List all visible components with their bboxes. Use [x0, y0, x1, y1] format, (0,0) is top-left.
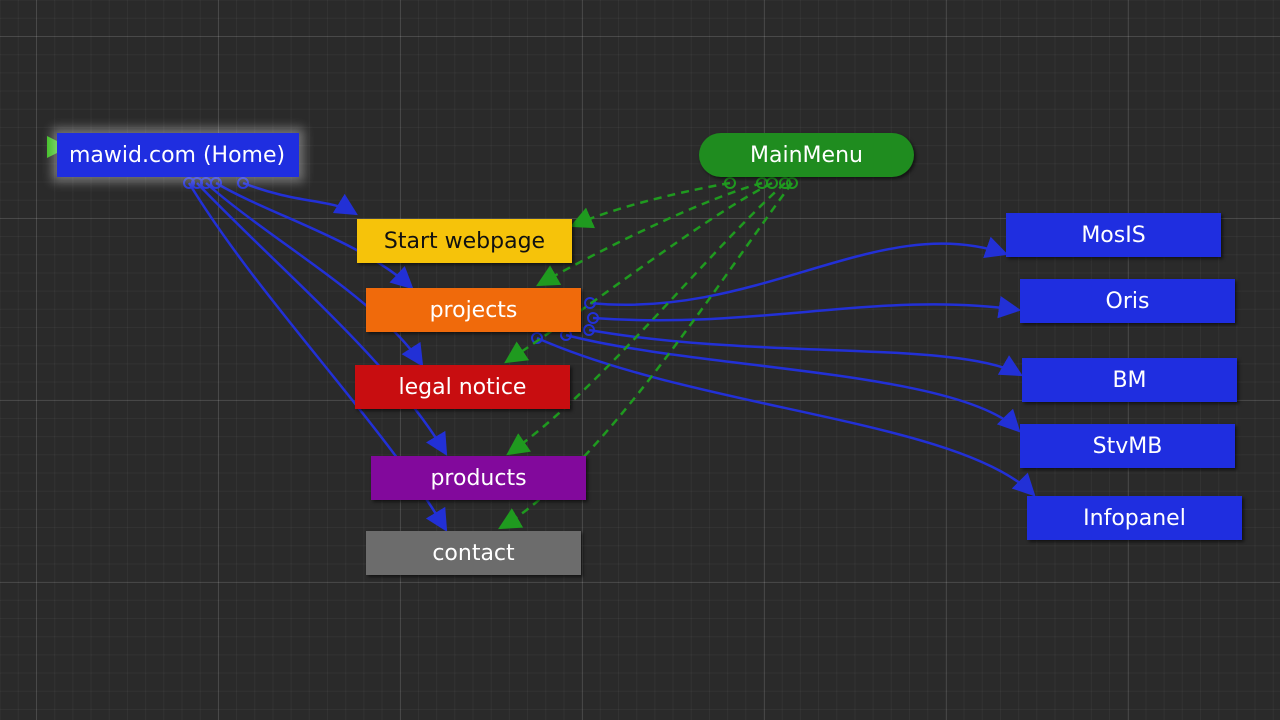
node-projects-label: projects [429, 297, 518, 323]
node-home[interactable]: mawid.com (Home) [57, 133, 299, 177]
node-mainmenu[interactable]: MainMenu [699, 133, 914, 177]
node-contact-label: contact [432, 540, 515, 566]
node-home-label: mawid.com (Home) [69, 142, 286, 168]
edge-home-to-start [242, 181, 358, 216]
port-projects-to-infopanel[interactable] [531, 332, 543, 344]
port-home-to-products[interactable] [191, 177, 203, 189]
edge-home-to-legal [205, 182, 424, 367]
port-mainmenu-to-start[interactable] [724, 177, 736, 189]
port-mainmenu-to-contact[interactable] [786, 177, 798, 189]
node-products[interactable]: products [371, 456, 586, 500]
node-mosis-label: MosIS [1081, 222, 1146, 248]
node-oris[interactable]: Oris [1020, 279, 1235, 323]
edge-mainmenu-to-legal [504, 181, 773, 364]
node-contact[interactable]: contact [366, 531, 581, 575]
node-legal-label: legal notice [398, 374, 527, 400]
node-oris-label: Oris [1105, 288, 1150, 314]
node-infopanel-label: Infopanel [1083, 505, 1186, 531]
port-mainmenu-to-products[interactable] [779, 177, 791, 189]
port-home-to-contact[interactable] [183, 177, 195, 189]
port-home-to-start[interactable] [237, 177, 249, 189]
node-stvmb-label: StvMB [1092, 433, 1163, 459]
node-mainmenu-label: MainMenu [750, 142, 863, 168]
node-bm[interactable]: BM [1022, 358, 1237, 402]
port-projects-to-oris[interactable] [587, 312, 599, 324]
edge-mainmenu-to-products [506, 182, 786, 456]
node-products-label: products [430, 465, 527, 491]
port-projects-to-mosis[interactable] [584, 297, 596, 309]
node-mosis[interactable]: MosIS [1006, 213, 1221, 257]
edge-projects-to-infopanel [536, 336, 1036, 497]
port-mainmenu-to-legal[interactable] [766, 177, 778, 189]
node-start-label: Start webpage [383, 228, 546, 254]
node-legal-notice[interactable]: legal notice [355, 365, 570, 409]
edge-mainmenu-to-start [569, 181, 731, 229]
edge-projects-to-mosis [589, 236, 1009, 306]
node-bm-label: BM [1112, 367, 1147, 393]
node-projects[interactable]: projects [366, 288, 581, 332]
edge-home-to-products [196, 182, 448, 456]
edge-projects-to-oris [592, 295, 1022, 322]
node-infopanel[interactable]: Infopanel [1027, 496, 1242, 540]
edge-home-to-projects [215, 181, 414, 290]
node-start-webpage[interactable]: Start webpage [357, 219, 572, 263]
edge-projects-to-bm [588, 328, 1023, 377]
node-stvmb[interactable]: StvMB [1020, 424, 1235, 468]
edge-mainmenu-to-contact [498, 182, 794, 530]
port-projects-to-bm[interactable] [583, 324, 595, 336]
